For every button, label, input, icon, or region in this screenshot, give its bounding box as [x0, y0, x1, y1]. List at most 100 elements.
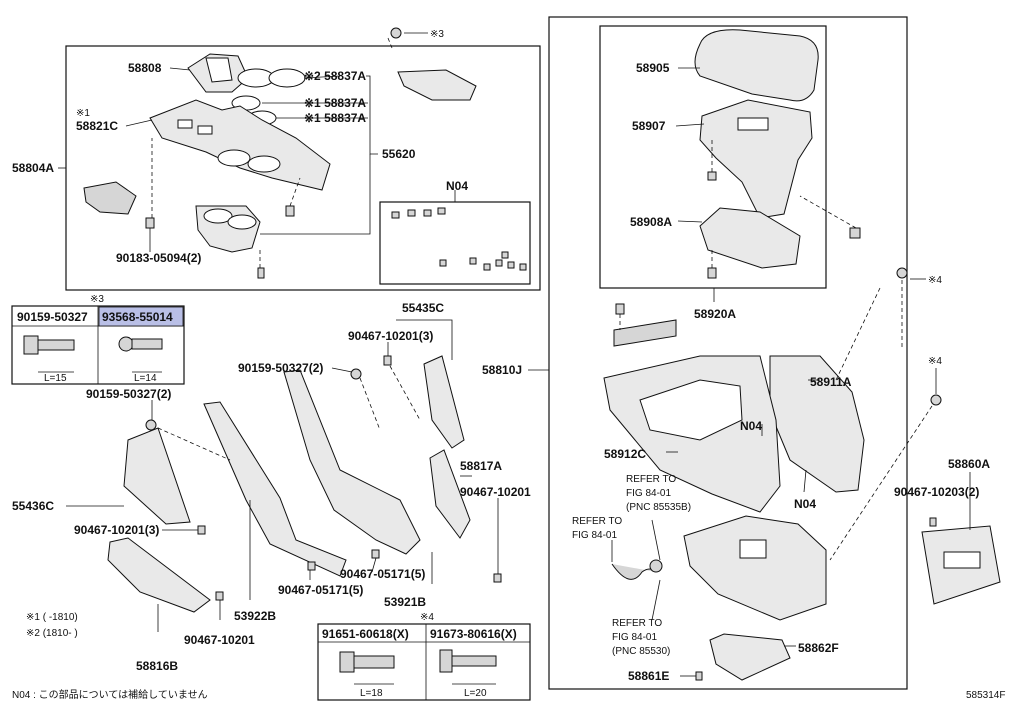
refer3-line3[interactable]: (PNC 85530) [612, 646, 670, 657]
label-58860a[interactable]: 58860A [948, 457, 990, 471]
label-58912c[interactable]: 58912C [604, 447, 646, 461]
label-58905[interactable]: 58905 [636, 61, 670, 75]
label-58908a[interactable]: 58908A [630, 215, 672, 229]
clip-05171-left[interactable] [307, 561, 316, 571]
label-58816b[interactable]: 58816B [136, 659, 178, 673]
bolt-90159-center[interactable] [350, 368, 362, 380]
clip-right[interactable] [285, 205, 295, 217]
rear-panel-clip[interactable] [929, 517, 937, 527]
label-55620[interactable]: 55620 [382, 147, 416, 161]
screw-mark4-a[interactable] [896, 267, 908, 279]
bolt-shank-2 [131, 338, 163, 350]
label-53921b[interactable]: 53921B [384, 595, 426, 609]
screw-58861e[interactable] [695, 671, 703, 681]
trim-53922b[interactable] [203, 401, 347, 577]
bracket-strip[interactable] [613, 319, 677, 347]
figure-id: 585314F [966, 690, 1005, 701]
label-90183[interactable]: 90183-05094(2) [116, 251, 201, 265]
upper-console-group [58, 37, 541, 291]
refer2-line1[interactable]: REFER TO [572, 516, 622, 527]
bracket-58804a[interactable] [83, 181, 137, 215]
label-90467-10201-a[interactable]: 90467-10201 [460, 485, 531, 499]
screw-bottom[interactable] [257, 267, 265, 279]
cupholder-opening-2 [247, 155, 281, 173]
label-58920a[interactable]: 58920A [694, 307, 736, 321]
label-90159-2a[interactable]: 90159-50327(2) [238, 361, 323, 375]
clip-10201-right[interactable] [493, 573, 502, 583]
footer-note: N04 : この部品については補給していません [12, 688, 208, 701]
refer1-line2[interactable]: FIG 84-01 [626, 488, 671, 499]
trim-53921b[interactable] [283, 369, 421, 555]
screw-right[interactable] [849, 227, 861, 239]
label-90467-10201-3b[interactable]: 90467-10201(3) [74, 523, 159, 537]
label-58911a[interactable]: 58911A [810, 375, 852, 389]
trim-55436c[interactable] [123, 427, 191, 525]
bolt-upper[interactable] [615, 303, 625, 315]
console-body-inner [639, 379, 743, 441]
text-labels: 58808 ※2 58837A ※1 58837A ※1 58837A ※1 5… [12, 29, 1005, 701]
trim-58817a[interactable] [429, 449, 471, 539]
label-58837a-1b[interactable]: ※1 58837A [304, 111, 366, 125]
label-53922b[interactable]: 53922B [234, 609, 276, 623]
bolt4-col2-length: L=20 [464, 688, 487, 699]
rear-panel-58860a [921, 472, 1001, 605]
label-58821c[interactable]: 58821C [76, 119, 118, 133]
label-58861e[interactable]: 58861E [628, 669, 669, 683]
screw-58907[interactable] [707, 171, 717, 181]
console-panel-58821c[interactable] [149, 99, 331, 191]
lid-inner-58907[interactable] [699, 99, 813, 219]
label-90467-05171-b[interactable]: 90467-05171(5) [340, 567, 425, 581]
label-58907[interactable]: 58907 [632, 119, 666, 133]
refer3-line1[interactable]: REFER TO [612, 618, 662, 629]
label-58808[interactable]: 58808 [128, 61, 162, 75]
bolt-91673-head [439, 649, 453, 673]
panel-switch-2 [197, 125, 213, 135]
trim-55435c[interactable] [423, 355, 465, 449]
refer2-line2[interactable]: FIG 84-01 [572, 530, 617, 541]
label-n04-b: N04 [794, 497, 816, 511]
label-55436c[interactable]: 55436C [12, 499, 54, 513]
label-90159-2b[interactable]: 90159-50327(2) [86, 387, 171, 401]
lid-latch [737, 117, 769, 131]
label-58817a[interactable]: 58817A [460, 459, 502, 473]
label-90467-05171-a[interactable]: 90467-05171(5) [278, 583, 363, 597]
clip-10201-bottom[interactable] [215, 591, 224, 601]
label-55435c[interactable]: 55435C [402, 301, 444, 315]
label-90467-10203[interactable]: 90467-10203(2) [894, 485, 979, 499]
label-90467-10201-b[interactable]: 90467-10201 [184, 633, 255, 647]
label-58837a-1a[interactable]: ※1 58837A [304, 96, 366, 110]
bolt-91673-shank [451, 655, 497, 667]
trim-58816b[interactable] [107, 537, 211, 613]
label-58862f[interactable]: 58862F [798, 641, 839, 655]
bolt-90159-left[interactable] [145, 419, 157, 431]
tray-insert[interactable] [397, 69, 477, 101]
armrest-lid-58905[interactable] [694, 29, 819, 102]
shift-boot-opening [205, 57, 233, 83]
screw-icon[interactable] [390, 27, 402, 39]
bolt4-col1-part[interactable]: 91651-60618(X) [322, 627, 409, 641]
lid-base-58908a[interactable] [699, 207, 801, 269]
cable-harness[interactable] [611, 563, 657, 580]
bolt3-col1-length: L=15 [44, 373, 67, 384]
clip-05171-right[interactable] [371, 549, 380, 559]
label-58804a[interactable]: 58804A [12, 161, 54, 175]
clip-10201-left[interactable] [197, 525, 206, 535]
label-58810j[interactable]: 58810J [482, 363, 522, 377]
bolt3-col1-part[interactable]: 90159-50327 [17, 310, 88, 324]
screw-mark4-b[interactable] [930, 394, 942, 406]
bolt4-col2-part[interactable]: 91673-80616(X) [430, 627, 517, 641]
console-box-bin[interactable] [683, 515, 827, 621]
label-58837a-2[interactable]: ※2 58837A [304, 69, 366, 83]
bolt3-col2-part[interactable]: 93568-55014 [102, 310, 173, 324]
refer1-line3[interactable]: (PNC 85535B) [626, 502, 691, 513]
screw-58908a[interactable] [707, 267, 717, 279]
label-90467-10201-3a[interactable]: 90467-10201(3) [348, 329, 433, 343]
refer1-line1[interactable]: REFER TO [626, 474, 676, 485]
clip-90183[interactable] [145, 217, 155, 229]
bolt-table-4-frame [317, 623, 531, 701]
highlight-93568 [98, 306, 184, 327]
clip-10201-top[interactable] [383, 355, 392, 366]
duct-58862f[interactable] [709, 633, 791, 681]
refer3-line2[interactable]: FIG 84-01 [612, 632, 657, 643]
bolt-shank-1 [37, 339, 75, 351]
